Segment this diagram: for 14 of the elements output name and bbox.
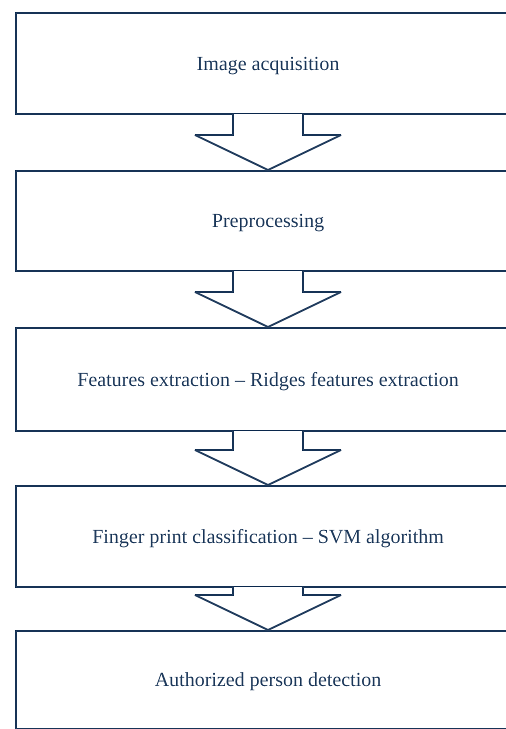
process-box <box>15 630 506 729</box>
block-arrow <box>194 586 342 632</box>
process-box <box>15 170 506 272</box>
box-label: Features extraction – Ridges features extraction <box>77 368 459 392</box>
box-label: Image acquisition <box>196 52 340 76</box>
block-arrow <box>194 113 342 172</box>
box-label: Preprocessing <box>212 209 324 233</box>
process-box <box>15 485 506 588</box>
block-arrow <box>194 430 342 486</box>
block-arrow <box>194 270 342 328</box>
box-label: Finger print classification – SVM algorithm <box>92 524 444 548</box>
process-box <box>15 327 506 432</box>
box-label: Authorized person detection <box>154 668 382 692</box>
process-box <box>15 12 506 115</box>
